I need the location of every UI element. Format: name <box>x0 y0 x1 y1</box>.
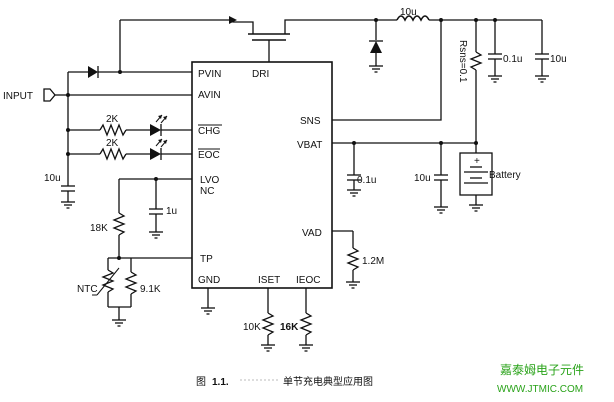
led-eoc <box>150 148 161 160</box>
r-vad-label: 1.2M <box>362 256 384 267</box>
pin-chg: CHG <box>198 126 220 137</box>
sns-trace <box>332 20 442 121</box>
pin-eoc: EOC <box>198 150 220 161</box>
battery-plus: + <box>474 156 480 167</box>
r-eoc <box>99 147 127 161</box>
schottky-diode <box>370 41 382 53</box>
input-terminal <box>43 88 56 102</box>
pin-ieoc: IEOC <box>296 275 320 286</box>
watermark-line2: WWW.JTMIC.COM <box>497 384 583 395</box>
pin-sns: SNS <box>300 116 321 127</box>
r-ntc-par <box>124 271 138 295</box>
cap-lvo-label: 1u <box>166 206 177 217</box>
inductor-label: 10u <box>400 7 417 18</box>
r-iset-label: 10K <box>243 322 261 333</box>
pmos-drain <box>284 19 376 34</box>
cap-out1-label: 0.1u <box>503 54 522 65</box>
rsns-resistor <box>469 51 483 71</box>
r-ieoc-label: 16K <box>280 322 299 333</box>
pin-lvo: LVO <box>200 175 219 186</box>
ic-body <box>191 61 333 289</box>
pin-vad: VAD <box>302 228 322 239</box>
caption-text: 单节充电典型应用图 <box>283 375 373 388</box>
input-diode <box>88 66 98 78</box>
pin-vbat: VBAT <box>297 140 322 151</box>
pin-tp: TP <box>200 254 213 265</box>
input-label: INPUT <box>3 91 33 102</box>
caption-number: 1.1. <box>212 377 229 388</box>
pin-pvin: PVIN <box>198 69 221 80</box>
battery-label: Battery <box>489 170 521 181</box>
led-chg <box>150 124 161 136</box>
r-ieoc <box>299 312 313 336</box>
caption-prefix: 图 <box>196 376 206 388</box>
r-eoc-label: 2K <box>106 138 119 149</box>
inductor <box>396 15 430 22</box>
r-tp-label: 18K <box>90 223 108 234</box>
pin-avin: AVIN <box>198 90 221 101</box>
rsns-label: Rsns=0.1 <box>457 40 468 83</box>
r-iset <box>261 312 275 336</box>
r-tp <box>112 212 126 236</box>
watermark-line1: 嘉泰姆电子元件 <box>500 363 584 377</box>
r-ntc-par-label: 9.1K <box>140 284 161 295</box>
pin-dri: DRI <box>252 69 269 80</box>
r-vad <box>346 247 360 271</box>
cap-in-label: 10u <box>44 173 61 184</box>
cap-out2-label: 10u <box>550 54 567 65</box>
r-chg <box>99 123 127 137</box>
ntc-thermistor <box>101 269 115 293</box>
pin-nc: NC <box>200 186 214 197</box>
cap-vbat2-label: 10u <box>414 173 431 184</box>
pmos-source <box>232 20 254 34</box>
ntc-label: NTC <box>77 284 98 295</box>
pin-gnd: GND <box>198 275 220 286</box>
cap-vbat1-label: 0.1u <box>357 175 376 186</box>
pin-iset: ISET <box>258 275 280 286</box>
r-chg-label: 2K <box>106 114 119 125</box>
